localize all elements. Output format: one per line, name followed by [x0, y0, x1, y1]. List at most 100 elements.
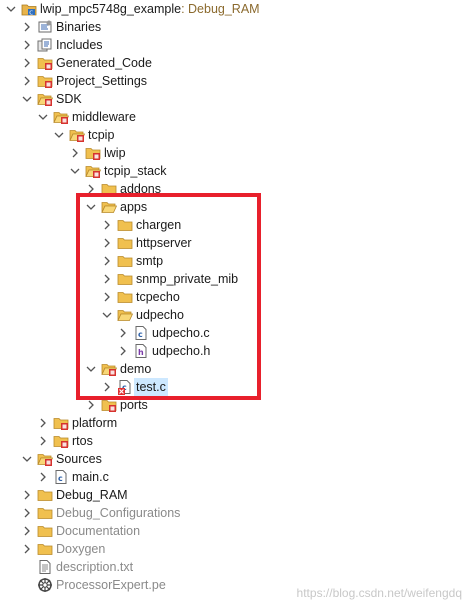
chevron-right-icon[interactable] — [20, 486, 34, 504]
tree-item[interactable]: snmp_private_mib — [100, 270, 238, 288]
project-icon: C — [21, 1, 37, 17]
build-config-label: : Debug_RAM — [181, 2, 260, 16]
tree-item-label: demo — [120, 362, 152, 376]
folder-src-open-icon — [85, 163, 101, 179]
chevron-right-icon[interactable] — [36, 414, 50, 432]
folder-src-icon — [53, 433, 69, 449]
c-file-error-icon: c — [117, 379, 133, 395]
tree-item[interactable]: chargen — [100, 216, 181, 234]
tree-item-label: ports — [120, 398, 148, 412]
tree-item[interactable]: ports — [84, 396, 148, 414]
tree-item[interactable]: Generated_Code — [20, 54, 152, 72]
folder-icon — [37, 541, 53, 557]
tree-item[interactable]: Debug_RAM — [20, 486, 128, 504]
chevron-right-icon[interactable] — [20, 54, 34, 72]
tree-item-label: chargen — [136, 218, 182, 232]
text-file-icon — [37, 559, 53, 575]
chevron-down-icon[interactable] — [68, 162, 82, 180]
tree-item-label: Binaries — [56, 20, 102, 34]
tree-item-label: Debug_RAM — [56, 488, 128, 502]
tree-item[interactable]: Doxygen — [20, 540, 105, 558]
svg-text:h: h — [138, 348, 144, 357]
chevron-right-icon[interactable] — [84, 396, 98, 414]
chevron-right-icon[interactable] — [20, 36, 34, 54]
tree-item[interactable]: Binaries — [20, 18, 101, 36]
tree-item[interactable]: demo — [84, 360, 151, 378]
tree-item[interactable]: Documentation — [20, 522, 140, 540]
tree-item[interactable]: addons — [84, 180, 161, 198]
chevron-right-icon[interactable] — [116, 342, 130, 360]
tree-item[interactable]: ProcessorExpert.pe — [20, 576, 166, 594]
tree-item-label: platform — [72, 416, 118, 430]
tree-item[interactable]: Project_Settings — [20, 72, 147, 90]
chevron-down-icon[interactable] — [52, 126, 66, 144]
svg-text:c: c — [138, 330, 143, 339]
tree-item[interactable]: tcpip_stack — [68, 162, 167, 180]
tree-item[interactable]: description.txt — [20, 558, 133, 576]
tree-item-label: snmp_private_mib — [136, 272, 239, 286]
tree-item-label: addons — [120, 182, 162, 196]
tree-item[interactable]: Debug_Configurations — [20, 504, 180, 522]
chevron-right-icon[interactable] — [116, 324, 130, 342]
chevron-right-icon[interactable] — [20, 72, 34, 90]
folder-icon — [117, 235, 133, 251]
folder-src-open-icon — [69, 127, 85, 143]
tree-item[interactable]: httpserver — [100, 234, 192, 252]
svg-text:c: c — [58, 474, 63, 483]
folder-open-icon — [117, 307, 133, 323]
tree-item-label: udpecho.c — [152, 326, 210, 340]
tree-item[interactable]: Sources — [20, 450, 102, 468]
tree-spacer — [20, 558, 34, 576]
tree-item[interactable]: rtos — [36, 432, 93, 450]
chevron-right-icon[interactable] — [100, 216, 114, 234]
c-file-icon: c — [133, 325, 149, 341]
folder-src-open-icon — [53, 109, 69, 125]
chevron-right-icon[interactable] — [36, 468, 50, 486]
chevron-right-icon[interactable] — [20, 522, 34, 540]
tree-item[interactable]: lwip — [68, 144, 126, 162]
tree-item[interactable]: middleware — [36, 108, 136, 126]
folder-src-icon — [37, 55, 53, 71]
tree-item[interactable]: SDK — [20, 90, 82, 108]
chevron-right-icon[interactable] — [68, 144, 82, 162]
chevron-right-icon[interactable] — [100, 252, 114, 270]
chevron-right-icon[interactable] — [100, 378, 114, 396]
tree-spacer — [20, 576, 34, 594]
tree-item-label: Debug_Configurations — [56, 506, 181, 520]
tree-item[interactable]: tcpecho — [100, 288, 180, 306]
chevron-right-icon[interactable] — [20, 540, 34, 558]
chevron-right-icon[interactable] — [36, 432, 50, 450]
tree-item[interactable]: udpecho — [100, 306, 184, 324]
tree-item[interactable]: c udpecho.c — [116, 324, 210, 342]
svg-text:c: c — [122, 383, 127, 392]
chevron-down-icon[interactable] — [20, 450, 34, 468]
chevron-down-icon[interactable] — [100, 306, 114, 324]
chevron-right-icon[interactable] — [100, 234, 114, 252]
tree-item[interactable]: tcpip — [52, 126, 114, 144]
chevron-down-icon[interactable] — [36, 108, 50, 126]
chevron-down-icon[interactable] — [20, 90, 34, 108]
chevron-right-icon[interactable] — [84, 180, 98, 198]
tree-item-label: udpecho — [136, 308, 184, 322]
tree-item[interactable]: Includes — [20, 36, 103, 54]
project-root[interactable]: C lwip_mpc5748g_example: Debug_RAM — [4, 0, 260, 18]
chevron-down-icon[interactable] — [4, 0, 18, 18]
tree-item-label: tcpip — [88, 128, 115, 142]
tree-item[interactable]: platform — [36, 414, 117, 432]
tree-item[interactable]: apps — [84, 198, 147, 216]
chevron-down-icon[interactable] — [84, 198, 98, 216]
includes-icon — [37, 37, 53, 53]
tree-item-label: rtos — [72, 434, 93, 448]
folder-src-icon — [53, 415, 69, 431]
folder-icon — [117, 217, 133, 233]
chevron-right-icon[interactable] — [20, 18, 34, 36]
pe-file-icon — [37, 577, 53, 593]
tree-item[interactable]: smtp — [100, 252, 163, 270]
chevron-right-icon[interactable] — [100, 288, 114, 306]
chevron-down-icon[interactable] — [84, 360, 98, 378]
chevron-right-icon[interactable] — [20, 504, 34, 522]
chevron-right-icon[interactable] — [100, 270, 114, 288]
